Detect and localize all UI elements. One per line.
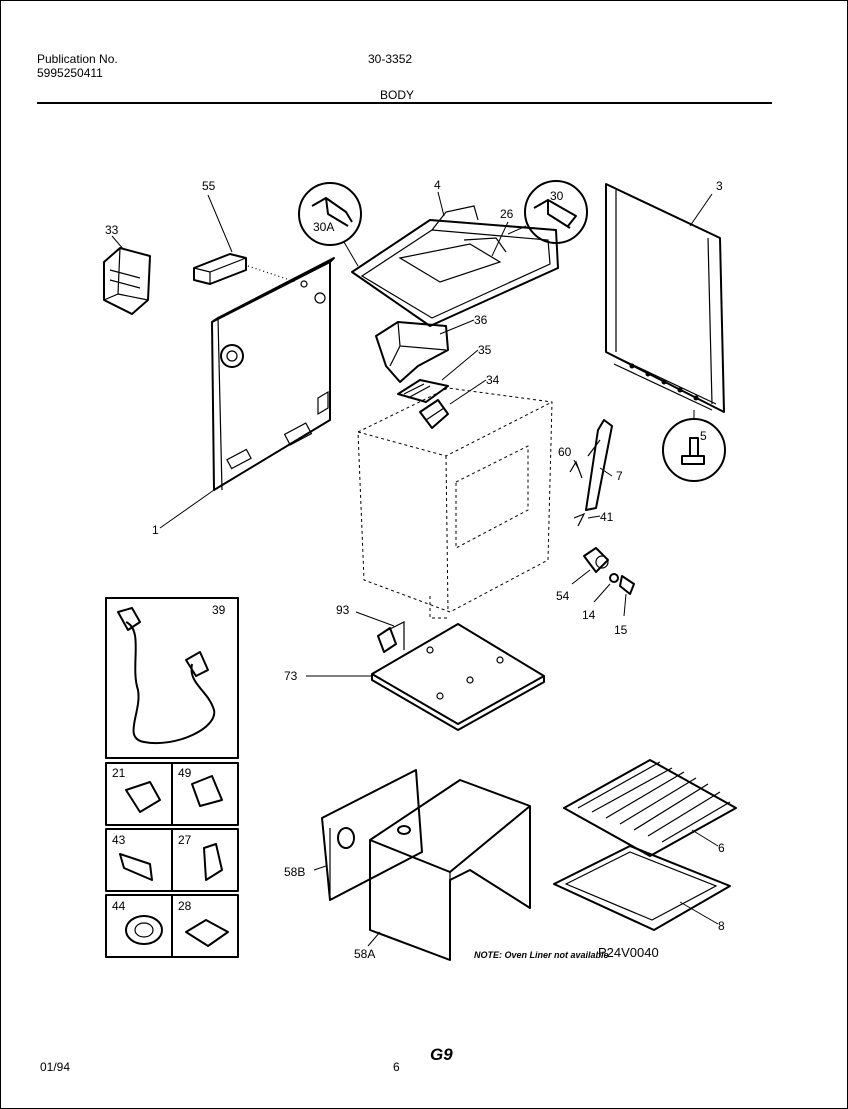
part-channel-55 [193, 194, 297, 285]
label-part-3: 3 [716, 179, 723, 193]
label-part-44: 44 [112, 899, 126, 913]
callout-30A [298, 182, 362, 267]
part-duct-36 [375, 319, 475, 383]
label-part-6: 6 [718, 841, 725, 855]
label-part-43: 43 [112, 833, 126, 847]
label-part-33: 33 [105, 223, 119, 237]
footer-date: 01/94 [40, 1060, 71, 1074]
label-part-55: 55 [202, 179, 216, 193]
model-code: 30-3352 [368, 52, 413, 66]
label-part-21: 21 [112, 766, 126, 780]
label-part-5: 5 [700, 429, 707, 443]
label-part-73: 73 [284, 669, 298, 683]
label-part-30: 30 [550, 189, 564, 203]
part-oven-rack-6 [563, 759, 737, 857]
label-part-60: 60 [558, 445, 572, 459]
part-side-trim-58B [313, 769, 423, 901]
part-back-panel-1 [159, 257, 335, 529]
label-part-30A: 30A [313, 220, 334, 234]
label-part-93: 93 [336, 603, 350, 617]
part-trim-58A [367, 779, 531, 961]
label-part-27: 27 [178, 833, 192, 847]
part-burner-34 [419, 379, 487, 429]
label-part-36: 36 [474, 313, 488, 327]
part-broiler-pan-8 [553, 845, 731, 931]
label-part-34: 34 [486, 373, 500, 387]
part-bottom-panel-73 [306, 623, 545, 731]
part-handle-7 [569, 419, 613, 527]
part-cabinet-body [357, 387, 553, 619]
part-side-panel-3 [605, 183, 725, 413]
publication-label: Publication No. [37, 52, 118, 66]
part-plate-35 [397, 349, 479, 403]
part-clip-93 [355, 611, 405, 653]
part-top-cover-4 [351, 191, 559, 327]
label-part-28: 28 [178, 899, 192, 913]
label-part-39: 39 [212, 603, 226, 617]
label-part-7: 7 [616, 469, 623, 483]
label-part-1: 1 [152, 523, 159, 537]
label-part-8: 8 [718, 919, 725, 933]
oven-liner-note: NOTE: Oven Liner not available [474, 950, 609, 960]
callout-leveler-5 [662, 410, 726, 482]
callout-30 [507, 180, 588, 244]
label-part-58A: 58A [354, 947, 375, 961]
small-parts-panel [105, 597, 239, 958]
label-part-41: 41 [600, 510, 614, 524]
footer-page-number: 6 [393, 1060, 400, 1074]
label-part-58B: 58B [284, 865, 305, 879]
drawing-id: P24V0040 [598, 945, 659, 960]
header-rule [37, 102, 772, 104]
label-part-54: 54 [556, 589, 570, 603]
label-part-26: 26 [500, 207, 514, 221]
footer-group-code: G9 [430, 1045, 453, 1064]
part-knob-assembly [571, 547, 635, 617]
part-bracket-33 [103, 235, 151, 315]
section-title: BODY [380, 88, 415, 102]
label-part-15: 15 [614, 623, 628, 637]
label-part-14: 14 [582, 608, 596, 622]
label-part-4: 4 [434, 178, 441, 192]
label-part-35: 35 [478, 343, 492, 357]
label-part-49: 49 [178, 766, 192, 780]
publication-number: 5995250411 [37, 66, 103, 80]
